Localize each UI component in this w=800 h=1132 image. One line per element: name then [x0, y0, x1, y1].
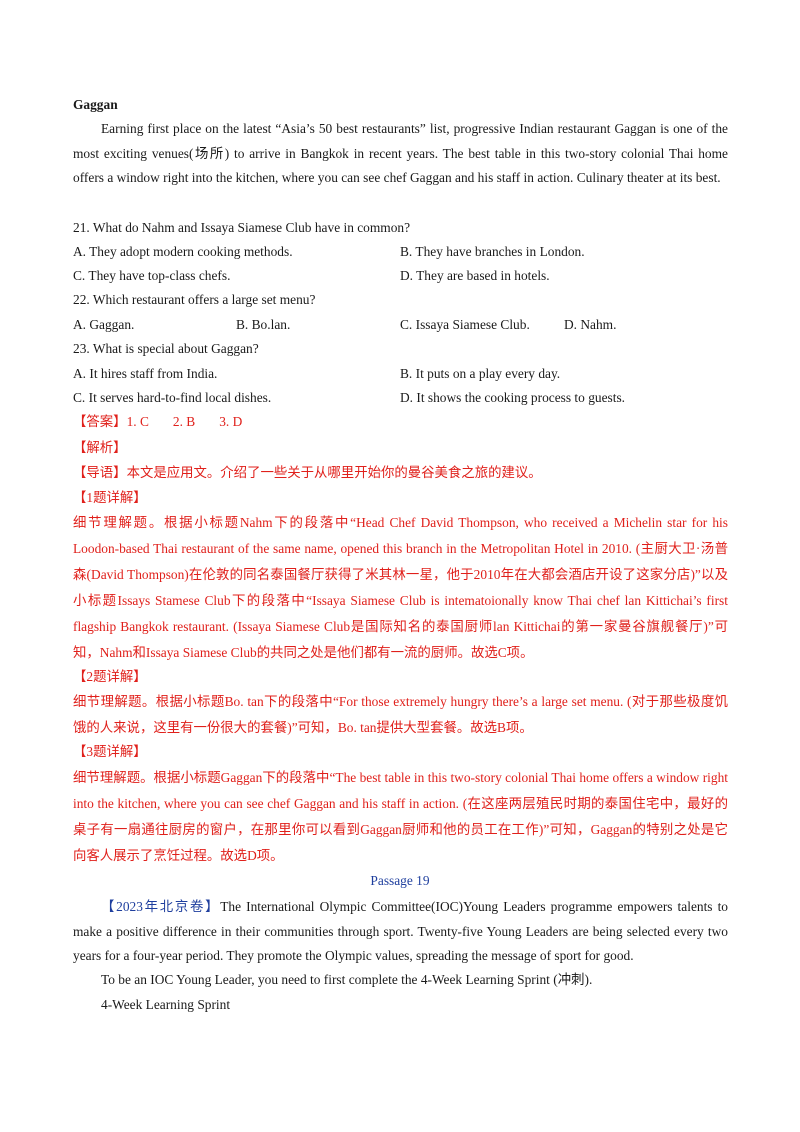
q22-option-a: A. Gaggan. [73, 317, 135, 332]
answer-line: 【答案】1. C 2. B 3. D [73, 410, 242, 435]
q21-option-b: B. They have branches in London. [400, 244, 585, 259]
passage-paragraph-1: 【2023年北京卷】The International Olympic Comm… [73, 895, 728, 969]
detail-1-label: 【1题详解】 [73, 490, 147, 505]
passage-title: Passage 19 [370, 873, 430, 888]
gaggan-paragraph: Earning first place on the latest “Asia’… [73, 121, 728, 186]
section-title: Gaggan [73, 97, 118, 112]
answer-1: 1. C [126, 414, 149, 429]
passage-source-tag: 【2023年北京卷】 [101, 899, 221, 914]
passage-para1-text: The International Olympic Committee(IOC)… [73, 899, 729, 964]
question-22-stem: 22. Which restaurant offers a large set … [73, 292, 316, 307]
detail-3-label: 【3题详解】 [73, 744, 147, 759]
answer-label: 【答案】 [73, 414, 127, 429]
q22-option-c: C. Issaya Siamese Club. [400, 317, 530, 332]
answer-3: 3. D [219, 414, 243, 429]
q22-option-d: D. Nahm. [564, 317, 617, 332]
guide-line: 【导语】本文是应用文。介绍了一些关于从哪里开始你的曼谷美食之旅的建议。 [73, 461, 542, 486]
passage-subheading: 4-Week Learning Sprint [101, 997, 231, 1012]
detail-1-text: 细节理解题。根据小标题Nahm下的段落中“Head Chef David Tho… [73, 515, 728, 660]
question-21-stem: 21. What do Nahm and Issaya Siamese Club… [73, 220, 411, 235]
detail-3-text: 细节理解题。根据小标题Gaggan下的段落中“The best table in… [73, 770, 728, 863]
q23-option-b: B. It puts on a play every day. [400, 366, 561, 381]
answer-2: 2. B [172, 414, 196, 429]
question-23-stem: 23. What is special about Gaggan? [73, 341, 259, 356]
q23-option-c: C. It serves hard-to-find local dishes. [73, 390, 272, 405]
q23-option-a: A. It hires staff from India. [73, 366, 218, 381]
guide-text: 本文是应用文。介绍了一些关于从哪里开始你的曼谷美食之旅的建议。 [126, 465, 542, 480]
guide-label: 【导语】 [73, 465, 127, 480]
detail-2-label: 【2题详解】 [73, 669, 147, 684]
q22-option-b: B. Bo.lan. [236, 317, 291, 332]
passage-paragraph-2: To be an IOC Young Leader, you need to f… [101, 972, 593, 987]
q21-option-c: C. They have top-class chefs. [73, 268, 231, 283]
q21-option-d: D. They are based in hotels. [400, 268, 550, 283]
q23-option-d: D. It shows the cooking process to guest… [400, 390, 626, 405]
detail-2-text: 细节理解题。根据小标题Bo. tan下的段落中“For those extrem… [73, 694, 728, 735]
analysis-label: 【解析】 [73, 440, 127, 455]
q21-option-a: A. They adopt modern cooking methods. [73, 244, 293, 259]
